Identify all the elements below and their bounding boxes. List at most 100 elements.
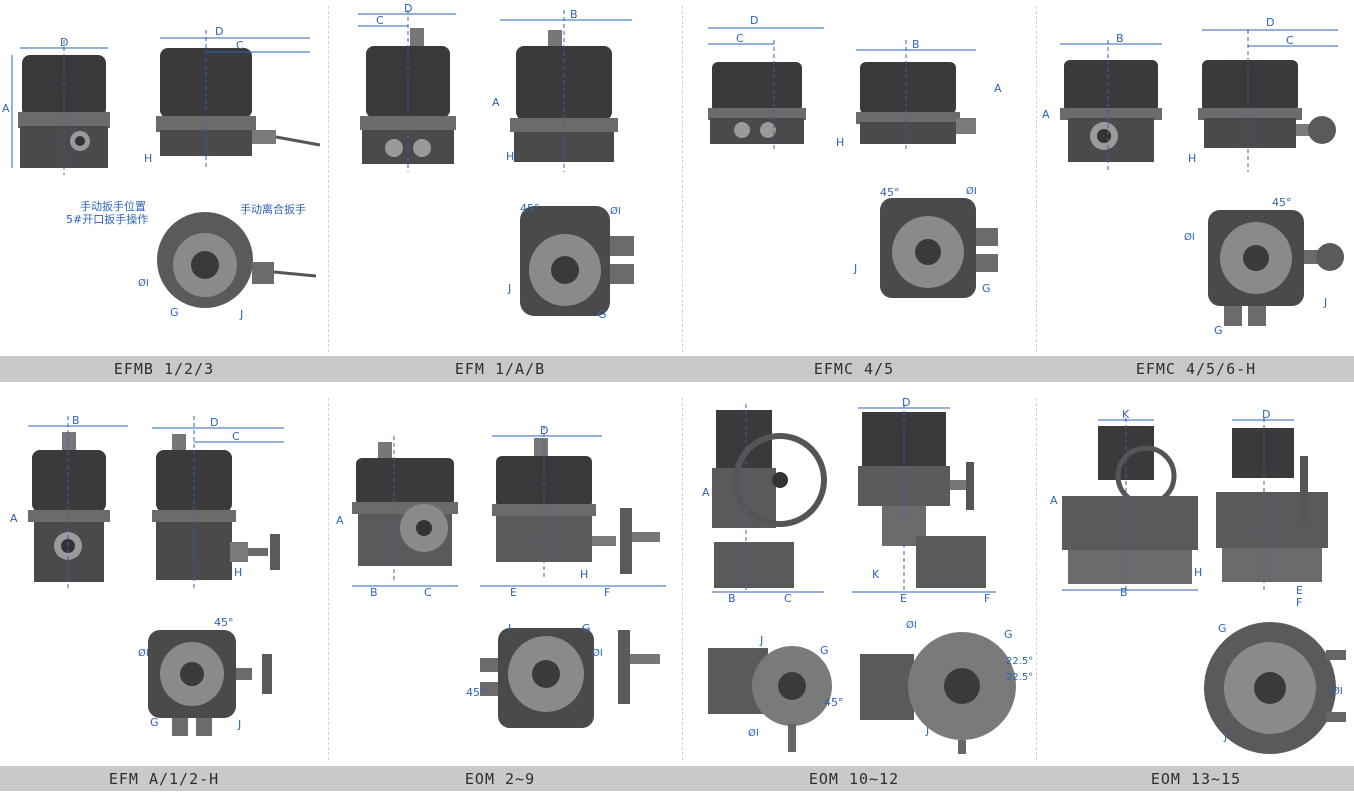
drawing-efmc-h: B A D C H 45° ØI J G	[1042, 16, 1344, 337]
dim-label-45: 45°	[466, 686, 486, 699]
dim-label-h: H	[144, 152, 152, 165]
separator	[682, 398, 683, 760]
dim-label-f: F	[984, 592, 990, 605]
dim-label-g: G	[150, 716, 159, 729]
dim-label-d: D	[750, 14, 758, 27]
dim-label-d: D	[1262, 408, 1270, 421]
dim-label-c: C	[236, 39, 244, 52]
dim-label-b: B	[912, 38, 920, 51]
dim-label-j: J	[1323, 296, 1327, 309]
dim-label-h: H	[1194, 566, 1202, 579]
front-view	[1060, 40, 1162, 170]
model-caption: EFMC 4/5/6-H	[1135, 360, 1257, 378]
front-view	[1062, 418, 1198, 592]
dim-label-b: B	[72, 414, 80, 427]
dim-label-g: G	[1218, 622, 1227, 635]
dim-label-phi: ØI	[138, 277, 149, 289]
dim-label-45: 45°	[1272, 196, 1292, 209]
front-view	[712, 404, 827, 592]
bottom-view-left	[708, 646, 832, 752]
dim-label-e: E	[900, 592, 907, 605]
dim-label-phi: ØI	[1332, 685, 1343, 697]
model-caption: EFMC 4/5	[813, 360, 895, 378]
model-caption: EOM 13~15	[1150, 770, 1242, 788]
dim-label-j: J	[853, 262, 857, 275]
dim-label-g: G	[598, 308, 607, 321]
dim-label-phi: ØI	[592, 647, 603, 659]
dim-label-c: C	[1286, 34, 1294, 47]
dim-label-b: B	[728, 592, 736, 605]
dim-label-c: C	[424, 586, 432, 599]
dim-label-h: H	[234, 566, 242, 579]
dim-label-22-5: 22.5°	[1006, 672, 1033, 683]
dim-label-a: A	[702, 486, 710, 499]
dim-label-c: C	[784, 592, 792, 605]
model-caption: EFMB 1/2/3	[113, 360, 215, 378]
dim-label-j: J	[507, 622, 511, 635]
side-view	[492, 426, 660, 580]
drawing-efmb: D A D C H 手动扳手位置 5#开口扳手操作 手动离合扳手 ØI G J	[2, 25, 321, 321]
dim-label-45: 45°	[824, 696, 844, 709]
separator	[1036, 398, 1037, 760]
dim-label-g: G	[982, 282, 991, 295]
model-caption: EOM 2~9	[464, 770, 536, 788]
drawing-eom-2-9: A B C D E F H J G ØI 45°	[336, 424, 666, 728]
dim-label-b: B	[1120, 586, 1128, 599]
dim-label-c: C	[232, 430, 240, 443]
bottom-view	[1204, 622, 1346, 754]
dim-label-d: D	[215, 25, 223, 38]
dim-label-j: J	[1223, 730, 1227, 743]
side-view	[152, 416, 280, 590]
dim-label-45: 45°	[214, 616, 234, 629]
front-view	[352, 436, 458, 580]
dim-label-f: F	[604, 586, 610, 599]
side-view	[858, 404, 986, 592]
dim-label-45: 45°	[520, 202, 540, 215]
dim-label-a: A	[10, 512, 18, 525]
side-view	[1216, 418, 1328, 592]
dim-label-a: A	[994, 82, 1002, 95]
dim-label-j: J	[237, 718, 241, 731]
bottom-view	[1208, 210, 1344, 326]
dim-label-d: D	[1266, 16, 1274, 29]
annotation-manual-wrench: 手动扳手位置	[80, 199, 146, 213]
caption-bar-row2	[0, 766, 1354, 791]
dim-label-45: 45°	[880, 186, 900, 199]
dim-label-22-5: 22.5°	[1006, 656, 1033, 667]
dim-label-d: D	[404, 2, 412, 15]
drawing-efmc: D C B A H 45° ØI J G	[708, 14, 1002, 298]
dim-label-g: G	[1214, 324, 1223, 337]
bottom-view	[520, 206, 634, 316]
dim-label-c: C	[376, 14, 384, 27]
dim-label-d: D	[210, 416, 218, 429]
dim-label-phi: ØI	[966, 185, 977, 197]
model-caption: EFM A/1/2-H	[108, 770, 220, 788]
drawing-eom-13-15: K A B D H E F G ØI J	[1050, 408, 1346, 754]
dim-label-h: H	[506, 150, 514, 163]
side-view	[856, 40, 976, 152]
dim-label-a: A	[1042, 108, 1050, 121]
front-view	[28, 416, 110, 590]
dim-label-g: G	[170, 306, 179, 319]
dim-label-phi: ØI	[610, 205, 621, 217]
dim-label-a: A	[336, 514, 344, 527]
dim-label-j: J	[507, 282, 511, 295]
bottom-view	[157, 212, 317, 308]
dim-label-a: A	[2, 102, 10, 115]
dim-label-d: D	[902, 396, 910, 409]
dim-label-k: K	[872, 568, 880, 581]
dim-label-phi: ØI	[906, 619, 917, 631]
dim-label-e: E	[510, 586, 517, 599]
dim-label-b: B	[570, 8, 578, 21]
side-view	[156, 30, 321, 170]
annotation-manual-clutch: 手动离合扳手	[240, 202, 306, 216]
dim-label-phi: ØI	[748, 727, 759, 739]
dim-label-c: C	[736, 32, 744, 45]
side-view	[1198, 30, 1336, 172]
dim-label-h: H	[836, 136, 844, 149]
side-view	[510, 10, 618, 172]
bottom-view	[880, 198, 998, 298]
separator	[1036, 6, 1037, 352]
bottom-view-right	[860, 632, 1016, 754]
drawing-eom-10-12: A B C D K E F J G 45° ØI ØI G 22.5° 22.5…	[702, 396, 1033, 754]
